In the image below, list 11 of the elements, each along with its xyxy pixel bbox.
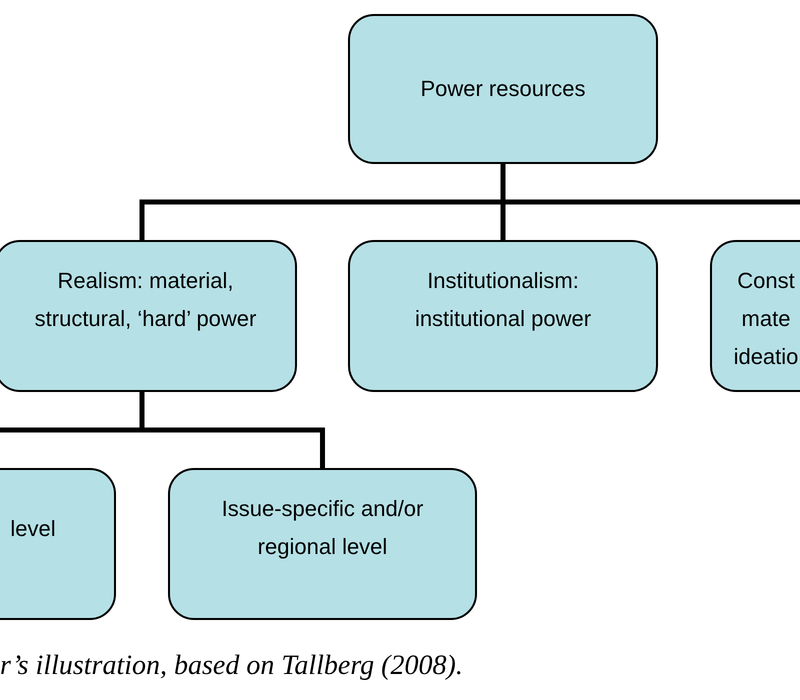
process-box <box>168 468 477 620</box>
process-box <box>0 240 297 392</box>
box-label: level <box>9 515 57 543</box>
box-label: Const mate ideatio <box>732 267 800 371</box>
caption: r’s illustration, based on Tallberg (2008). <box>0 650 463 682</box>
process-box <box>348 14 658 164</box>
box-label: Issue-specific and/or regional level <box>220 495 424 561</box>
box-label: Realism: material, structural, ‘hard’ power <box>34 267 258 333</box>
process-box <box>348 240 658 392</box>
box-label: Institutionalism: institutional power <box>414 267 592 333</box>
box-label: Power resources <box>419 75 587 103</box>
